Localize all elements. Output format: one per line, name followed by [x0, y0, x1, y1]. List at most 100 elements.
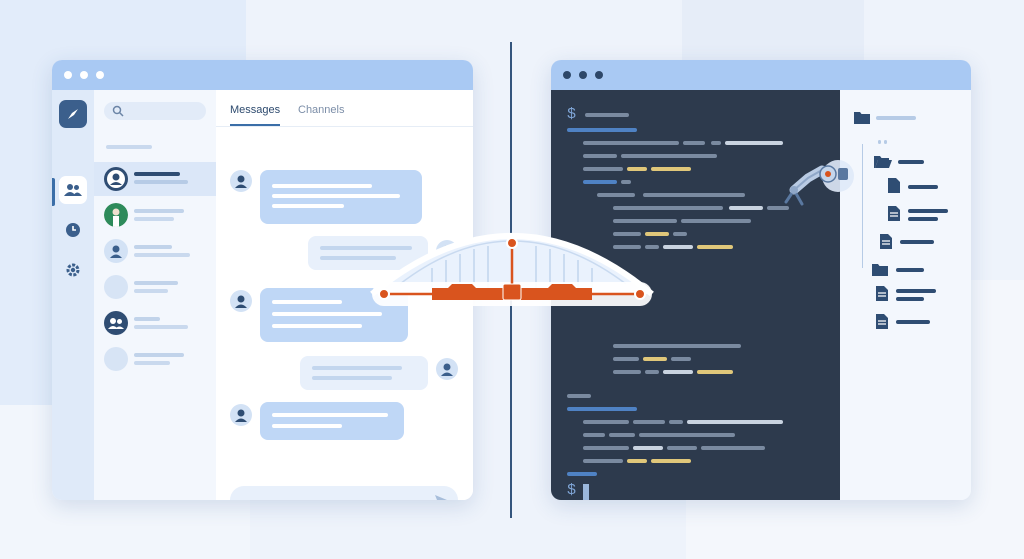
file-text-icon[interactable] [880, 234, 892, 249]
active-nav-indicator [52, 178, 55, 206]
avatar [230, 290, 252, 312]
avatar [436, 358, 458, 380]
tree-item-label[interactable] [900, 240, 934, 244]
code-token [663, 370, 693, 374]
file-text-icon[interactable] [876, 314, 888, 329]
section-header [106, 145, 152, 149]
avatar [230, 404, 252, 426]
conversation-preview [134, 325, 188, 329]
send-icon[interactable] [434, 493, 448, 500]
tree-item-label[interactable] [896, 297, 924, 301]
code-token [585, 113, 629, 117]
message-bubble [300, 356, 428, 390]
file-icon[interactable] [888, 178, 900, 193]
conversation-name [134, 245, 172, 249]
code-token [567, 472, 597, 476]
code-token [697, 245, 733, 249]
code-token [683, 141, 705, 145]
window-control-dot[interactable] [64, 71, 72, 79]
conversation-preview [134, 253, 190, 257]
nav-rail [52, 90, 94, 500]
code-token [567, 407, 637, 411]
tab-channels[interactable]: Channels [298, 104, 345, 116]
code-token [583, 433, 605, 437]
code-token [767, 206, 789, 210]
tree-item-label[interactable] [896, 320, 930, 324]
message-bubble [260, 402, 404, 440]
code-token [725, 141, 783, 145]
code-token [633, 446, 663, 450]
folder-open-icon[interactable] [874, 154, 892, 168]
conversation-item[interactable] [94, 234, 216, 268]
conversation-item[interactable] [94, 306, 216, 340]
divider [216, 126, 473, 127]
folder-icon[interactable] [854, 110, 870, 124]
bridge-illustration [370, 233, 654, 306]
tree-item-label[interactable] [908, 209, 948, 213]
robot-arm-illustration [784, 160, 854, 206]
conversation-item[interactable] [94, 342, 216, 376]
code-token [643, 193, 745, 197]
tab-messages[interactable]: Messages [230, 104, 281, 116]
code-token [669, 420, 683, 424]
code-token [613, 370, 641, 374]
message-compose-input[interactable] [230, 486, 458, 500]
conversation-preview [134, 361, 170, 365]
tree-item-label[interactable] [876, 116, 916, 120]
file-tree [840, 90, 971, 500]
code-token [621, 180, 631, 184]
code-token [583, 167, 623, 171]
conversation-list [94, 90, 216, 500]
tree-guide-line [862, 144, 863, 268]
users-icon[interactable] [59, 176, 87, 204]
code-token [613, 245, 641, 249]
conversation-item[interactable] [94, 162, 216, 196]
code-token [673, 232, 687, 236]
window-titlebar [52, 60, 473, 90]
tree-item-label[interactable] [896, 268, 924, 272]
code-token [645, 232, 669, 236]
code-token [633, 420, 665, 424]
code-token [687, 420, 783, 424]
code-token [645, 370, 659, 374]
code-token [583, 420, 629, 424]
window-control-dot[interactable] [80, 71, 88, 79]
code-token [711, 141, 721, 145]
avatar [230, 170, 252, 192]
file-text-icon[interactable] [888, 206, 900, 221]
window-control-dot[interactable] [595, 71, 603, 79]
search-input[interactable] [104, 102, 206, 120]
compass-icon[interactable] [59, 100, 87, 128]
avatar [104, 275, 128, 299]
code-token [583, 141, 679, 145]
window-control-dot[interactable] [579, 71, 587, 79]
file-text-icon[interactable] [876, 286, 888, 301]
window-titlebar [551, 60, 971, 90]
conversation-item[interactable] [94, 198, 216, 232]
code-token [609, 433, 635, 437]
conversation-preview [134, 180, 188, 184]
gear-icon[interactable] [59, 256, 87, 284]
code-token [667, 446, 697, 450]
folder-icon[interactable] [872, 262, 888, 276]
window-control-dot[interactable] [96, 71, 104, 79]
conversation-item[interactable] [94, 270, 216, 304]
active-tab-underline [230, 124, 280, 126]
code-token [613, 344, 741, 348]
tree-item-label[interactable] [908, 217, 938, 221]
window-control-dot[interactable] [563, 71, 571, 79]
tree-item-label[interactable] [908, 185, 938, 189]
code-token [729, 206, 763, 210]
code-token [681, 219, 751, 223]
code-token [697, 370, 733, 374]
code-token [613, 357, 639, 361]
tree-collapsed-marker [884, 140, 887, 144]
code-token [583, 446, 629, 450]
tree-item-label[interactable] [896, 289, 936, 293]
tree-item-label[interactable] [898, 160, 924, 164]
code-token [567, 128, 637, 132]
search-icon [112, 105, 124, 117]
clock-icon[interactable] [59, 216, 87, 244]
conversation-preview [134, 289, 168, 293]
